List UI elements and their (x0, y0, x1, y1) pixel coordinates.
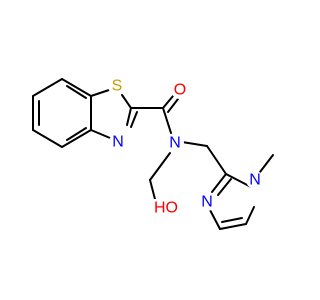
bond (162, 95, 174, 109)
bond (219, 223, 247, 230)
bond (211, 173, 227, 193)
bond (149, 152, 171, 181)
atom-thiazole-nitrogen: N (109, 133, 127, 151)
imidazole-ring-nitrogen-label: N (201, 194, 213, 211)
bond (130, 111, 138, 128)
bond (181, 141, 208, 147)
bond (221, 217, 243, 223)
bond (61, 78, 92, 97)
atom-carbonyl-oxygen: O (171, 81, 189, 99)
bond (217, 178, 232, 196)
bond (61, 129, 92, 148)
bond (66, 85, 87, 99)
bond (162, 107, 172, 134)
atom-imidazole-methyl-nitrogen: N (246, 171, 264, 189)
bond (206, 145, 227, 175)
atom-imidazole-ring-nitrogen: N (198, 193, 216, 211)
bond (209, 209, 221, 230)
bonds (32, 78, 274, 230)
bond (32, 129, 63, 148)
bond (90, 89, 110, 97)
sulfur-label: S (112, 78, 123, 95)
hydroxyl-label: HO (154, 200, 178, 217)
thiazole-nitrogen-label: N (112, 134, 124, 151)
bond (126, 107, 132, 126)
bond (32, 78, 63, 97)
imidazole-methyl-nitrogen-label: N (249, 172, 261, 189)
molecule-structure: S O N N HO N N (32, 77, 274, 230)
bond (225, 173, 252, 188)
bond (66, 127, 87, 141)
bond (259, 154, 274, 173)
atom-labels: S O N N HO N N (108, 77, 264, 217)
bond (90, 129, 111, 139)
bond (245, 206, 255, 225)
atom-sulfur: S (108, 77, 126, 95)
bond (167, 98, 179, 113)
bond (121, 94, 132, 109)
amide-nitrogen-label: N (169, 135, 181, 152)
carbonyl-oxygen-label: O (174, 82, 186, 99)
atom-amide-nitrogen: N (166, 134, 184, 152)
atom-hydroxyl: HO (154, 199, 178, 217)
